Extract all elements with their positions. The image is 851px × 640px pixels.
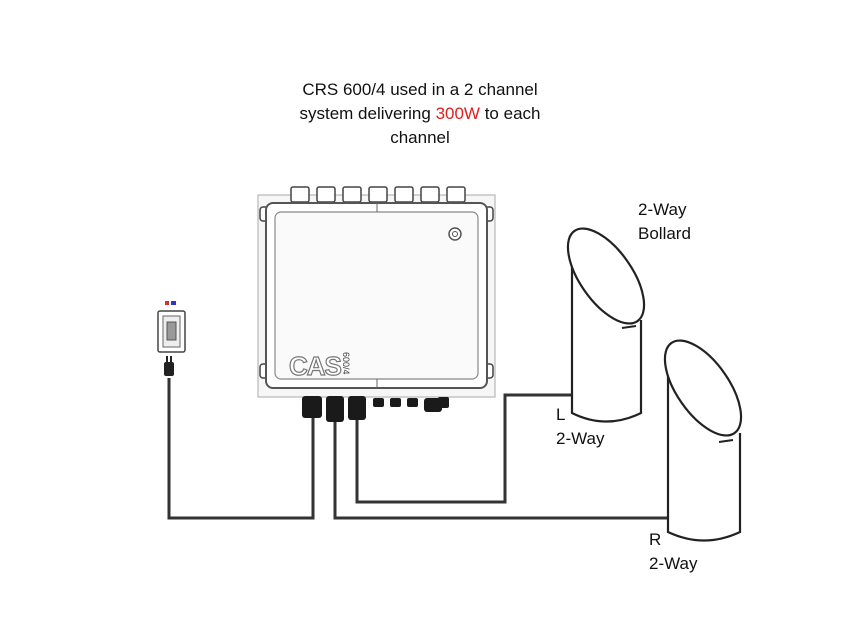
amplifier-box: CAS 600/4 [257, 186, 496, 422]
wire-wall-plug-to-box [167, 378, 315, 520]
device-logo: CAS [289, 351, 342, 381]
wire-right-channel [333, 420, 668, 520]
caption-power-highlight: 300W [435, 104, 480, 123]
caption-line-2: system delivering 300W to each [250, 102, 590, 126]
top-cable-glands [290, 186, 466, 203]
device-model: 600/4 [341, 352, 351, 375]
bollard-left-icon [566, 227, 646, 423]
diagram-caption: CRS 600/4 used in a 2 channel system del… [250, 78, 590, 150]
bollard-right-icon [663, 339, 743, 542]
bollard-label: 2-Way Bollard [638, 198, 691, 246]
caption-line-3: channel [390, 128, 450, 147]
bottom-connectors [302, 396, 449, 422]
caption-line-1: CRS 600/4 used in a 2 channel [302, 80, 538, 99]
bollard-label-line-2: Bollard [638, 224, 691, 243]
bollard-label-line-1: 2-Way [638, 200, 687, 219]
right-channel-label: R 2-Way [649, 528, 698, 576]
left-channel-letter: L [556, 405, 566, 424]
caption-line-2-suffix: to each [479, 104, 541, 123]
wire-left-channel [355, 393, 572, 504]
screw-icon [448, 227, 462, 241]
wires [167, 378, 668, 520]
right-channel-letter: R [649, 530, 662, 549]
caption-line-2-prefix: system delivering [299, 104, 436, 123]
left-channel-type: 2-Way [556, 429, 605, 448]
right-channel-type: 2-Way [649, 554, 698, 573]
left-channel-label: L 2-Way [556, 403, 605, 451]
wall-outlet-icon [157, 301, 186, 376]
